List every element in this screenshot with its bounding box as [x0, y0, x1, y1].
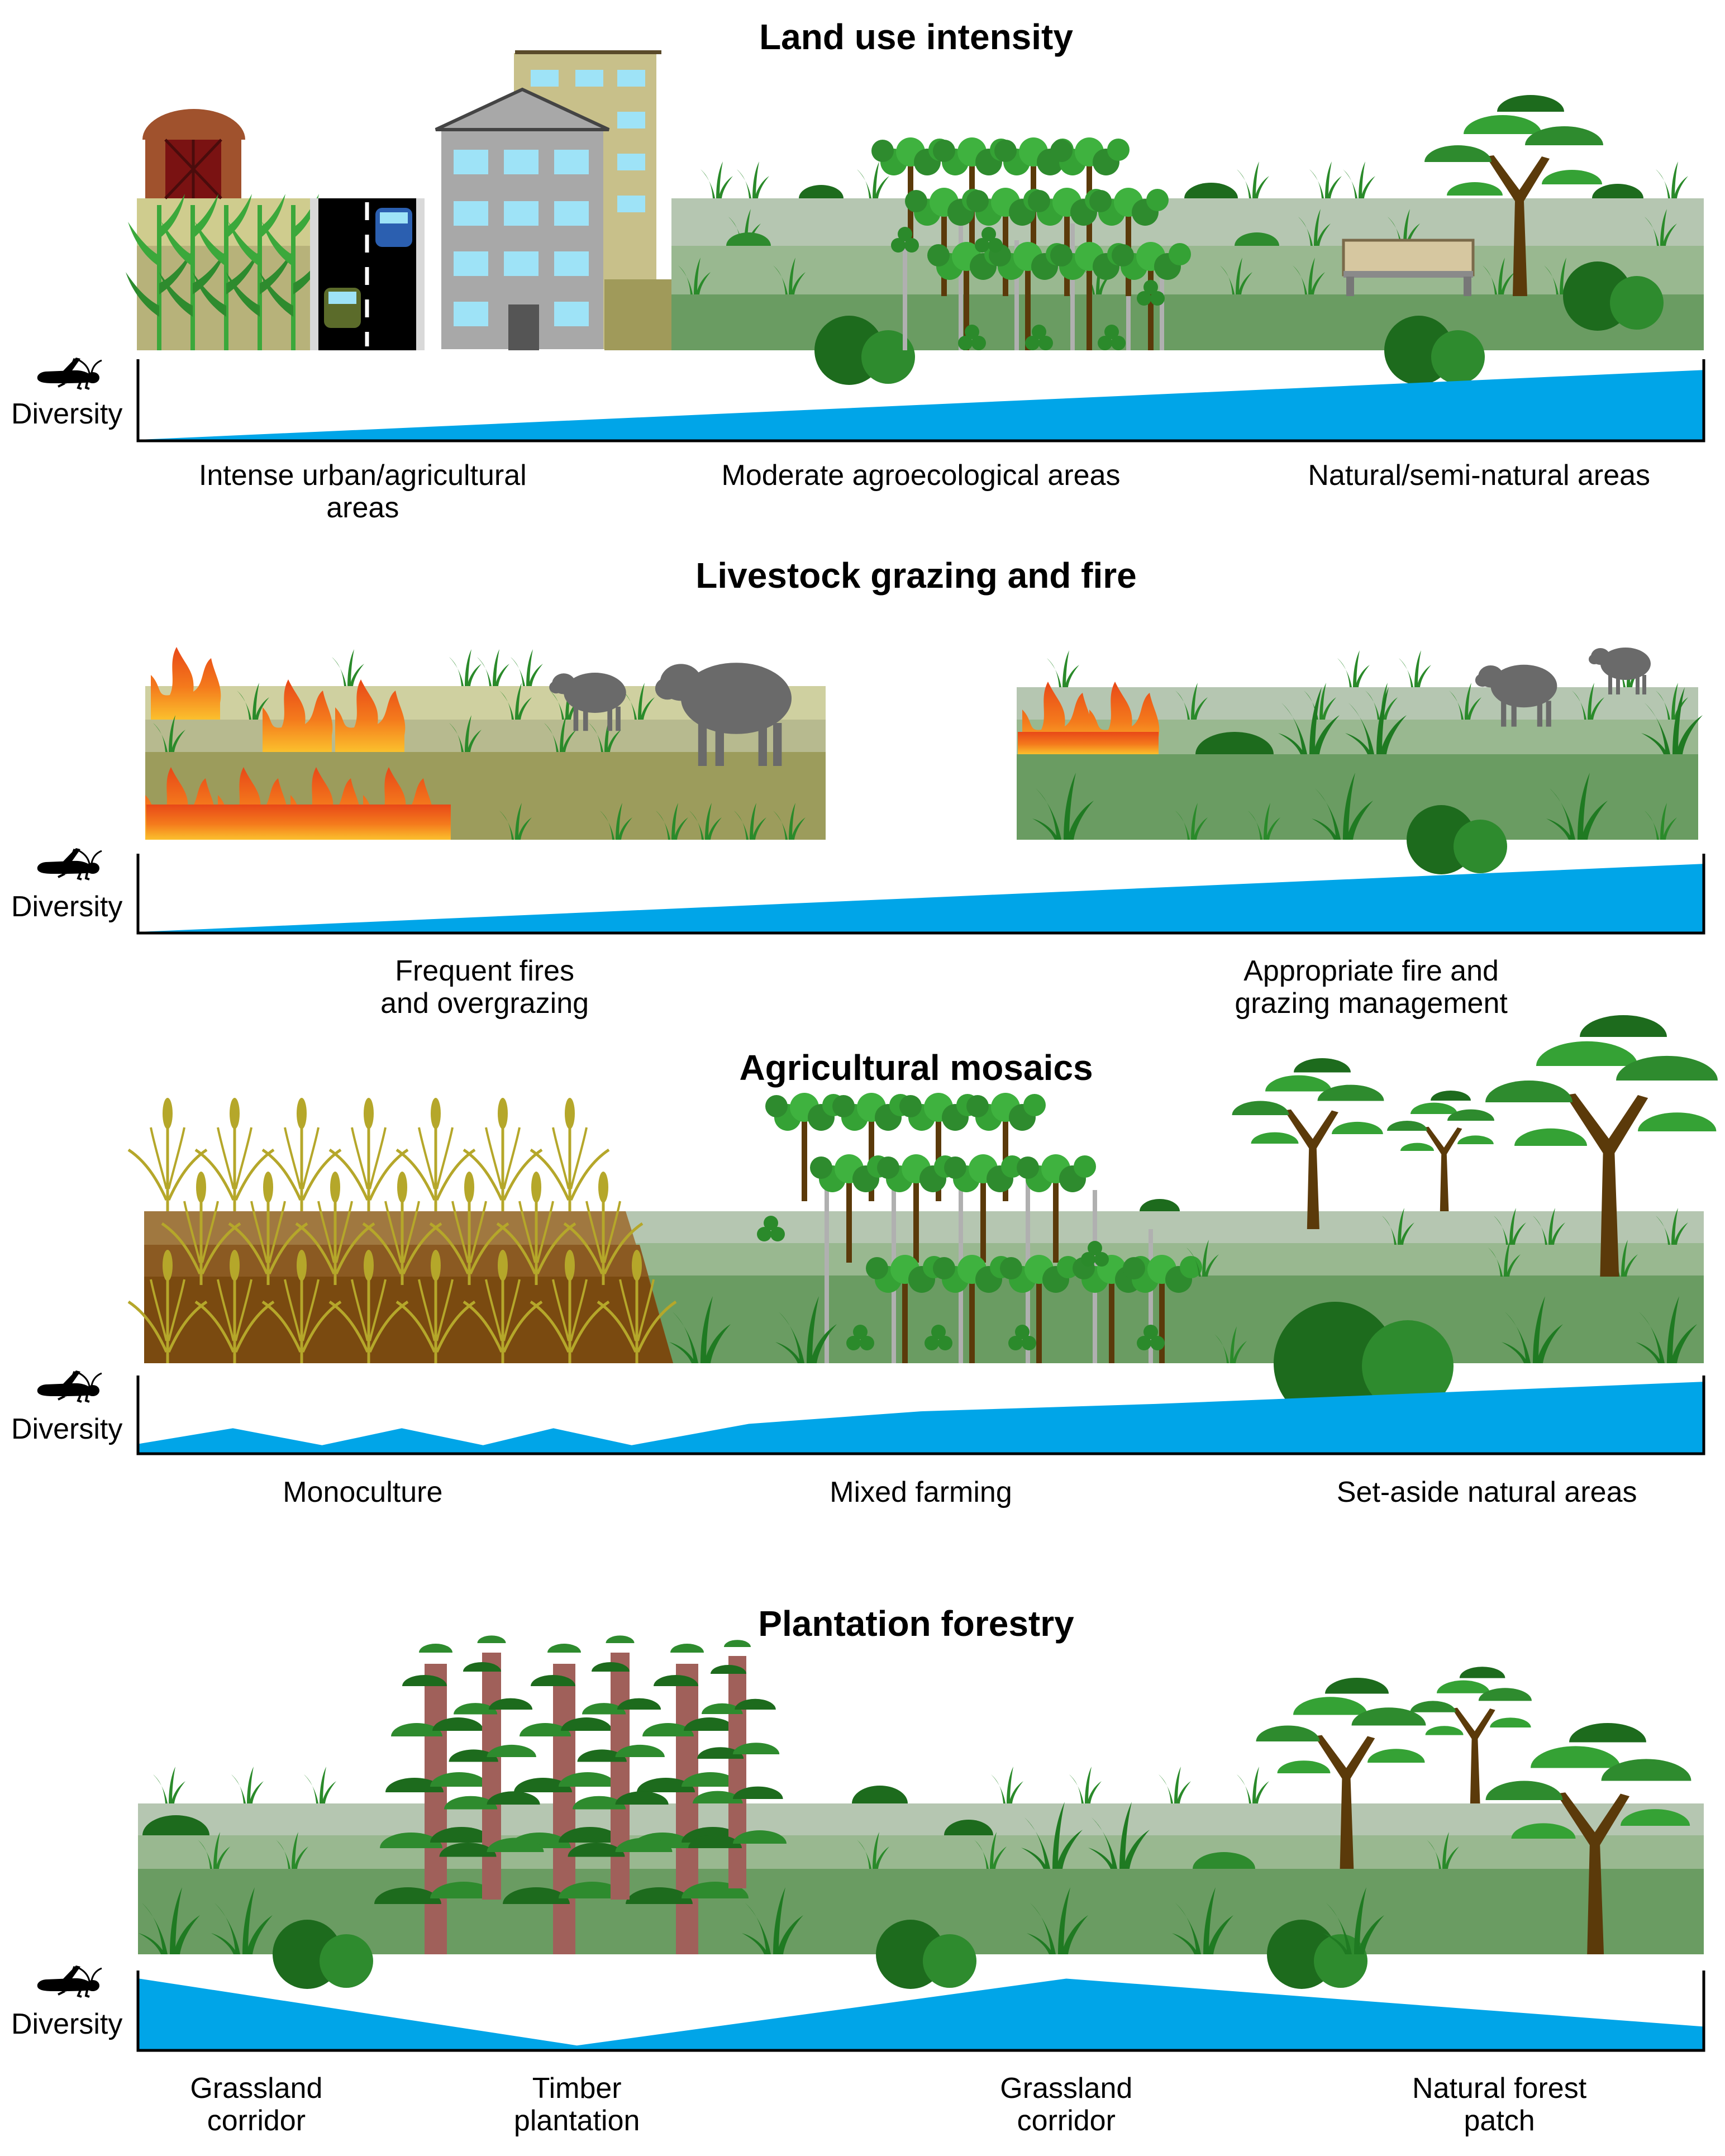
- diversity-label: Diversity: [11, 891, 122, 923]
- zone-label-line: Grassland: [1000, 2072, 1132, 2105]
- zone-label-line: grazing management: [1235, 987, 1508, 1020]
- diversity-strip: Diversity: [11, 848, 1705, 935]
- diversity-profile: [139, 1978, 1703, 2049]
- section-title: Plantation forestry: [758, 1603, 1074, 1644]
- zone-label: Monoculture: [283, 1476, 442, 1508]
- vineyard-icon: [871, 137, 1191, 350]
- grazing-illustration-left: [145, 647, 826, 840]
- section-title: Livestock grazing and fire: [695, 555, 1137, 596]
- zone-label-line: Grassland: [190, 2072, 322, 2105]
- diversity-axes: [136, 1971, 1705, 2052]
- zone-labels: Monoculture Mixed farming Set-aside natura…: [283, 1476, 1637, 1508]
- zone-label: Moderate agroecological areas: [722, 459, 1121, 492]
- zone-label-line: Appropriate fire and: [1243, 955, 1499, 987]
- zone-label-line: and overgrazing: [380, 987, 589, 1020]
- bench-icon: [1342, 239, 1475, 296]
- diversity-strip: Diversity: [11, 358, 1705, 442]
- diversity-axes: [136, 1376, 1705, 1455]
- diversity-label: Diversity: [11, 2008, 122, 2040]
- zone-label-line: areas: [326, 492, 399, 524]
- land-use-illustration: [126, 50, 1704, 385]
- grasshopper-icon: [37, 1370, 102, 1402]
- zone-label-line: Monoculture: [283, 1476, 442, 1508]
- grasshopper-icon: [37, 848, 102, 879]
- diversity-axes: [136, 359, 1705, 442]
- diversity-profile: [139, 370, 1703, 440]
- zone-label-line: corridor: [1017, 2105, 1116, 2137]
- zone-label: Natural/semi-natural areas: [1308, 459, 1650, 492]
- zone-label-line: Frequent fires: [395, 955, 574, 987]
- diversity-profile: [139, 864, 1703, 932]
- section-land-use-intensity: Land use intensity: [11, 17, 1705, 524]
- acacia-tree-icon: [1387, 1091, 1494, 1211]
- zone-label-line: patch: [1464, 2105, 1535, 2137]
- zone-label: Set-aside natural areas: [1337, 1476, 1637, 1508]
- section-title: Agricultural mosaics: [739, 1048, 1093, 1088]
- grazing-illustration-right: [1017, 648, 1703, 874]
- zone-label-line: Set-aside natural areas: [1337, 1476, 1637, 1508]
- diversity-axes: [136, 854, 1705, 935]
- zone-label: Mixed farming: [830, 1476, 1012, 1508]
- diversity-label: Diversity: [11, 1413, 122, 1445]
- mosaic-illustration: [128, 1015, 1718, 1425]
- vineyard-icon: [757, 1093, 1202, 1363]
- section-plantation-forestry: Plantation forestry: [11, 1603, 1705, 2137]
- grasshopper-icon: [37, 358, 102, 389]
- diversity-strip: Diversity: [11, 1370, 1705, 1455]
- zone-label-line: Timber: [532, 2072, 622, 2105]
- section-agricultural-mosaics: Agricultural mosaics: [11, 1015, 1718, 1508]
- bush-icon: [1274, 1302, 1454, 1425]
- forestry-illustration: [138, 1635, 1704, 1989]
- section-livestock-grazing-fire: Livestock grazing and fire: [11, 555, 1705, 1020]
- car-icon: [375, 208, 412, 247]
- zone-label-line: corridor: [207, 2105, 306, 2137]
- zone-label-line: Natural/semi-natural areas: [1308, 459, 1650, 492]
- diversity-label: Diversity: [11, 398, 122, 430]
- acacia-tree-icon: [1232, 1058, 1384, 1229]
- zone-label-line: Natural forest: [1412, 2072, 1587, 2105]
- zone-label-line: Mixed farming: [830, 1476, 1012, 1508]
- zone-label-line: Moderate agroecological areas: [722, 459, 1121, 492]
- zone-label-line: Intense urban/agricultural: [199, 459, 527, 492]
- zone-label-line: plantation: [514, 2105, 640, 2137]
- section-title: Land use intensity: [759, 17, 1073, 57]
- diversity-profile: [139, 1382, 1703, 1453]
- grasshopper-icon: [37, 1965, 102, 1997]
- car-icon: [324, 288, 361, 328]
- diversity-strip: Diversity: [11, 1965, 1705, 2052]
